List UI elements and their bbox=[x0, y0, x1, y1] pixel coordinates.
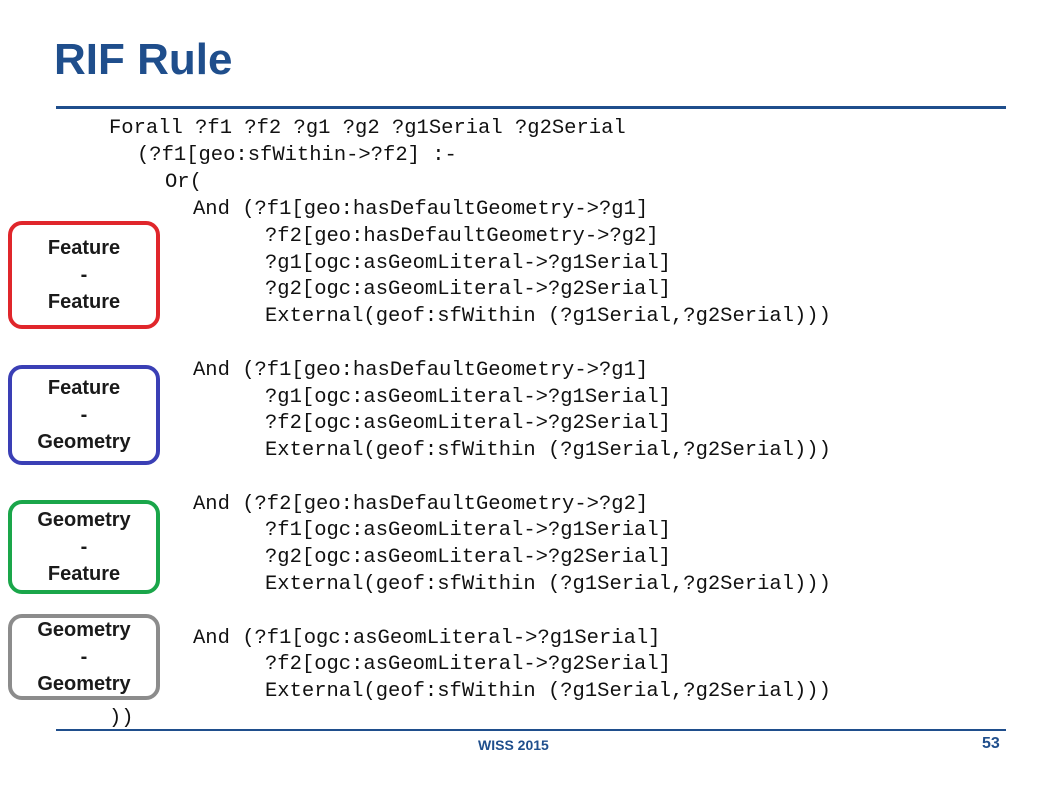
code-line: And (?f1[geo:hasDefaultGeometry->?g1] bbox=[193, 198, 649, 221]
label-line: - bbox=[80, 263, 88, 286]
code-line: ?f2[ogc:asGeomLiteral->?g2Serial] bbox=[265, 412, 671, 435]
label-line: Geometry bbox=[37, 618, 131, 641]
label-line: Feature bbox=[47, 290, 121, 313]
label-line: Feature bbox=[47, 236, 121, 259]
footer-event: WISS 2015 bbox=[478, 737, 549, 753]
code-line: ?f2[geo:hasDefaultGeometry->?g2] bbox=[265, 225, 659, 248]
label-line: - bbox=[80, 645, 88, 668]
code-line: ?g1[ogc:asGeomLiteral->?g1Serial] bbox=[265, 386, 671, 409]
code-line: (?f1[geo:sfWithin->?f2] :- bbox=[137, 144, 457, 167]
code-line: ?g2[ogc:asGeomLiteral->?g2Serial] bbox=[265, 546, 671, 569]
code-line: Or( bbox=[165, 171, 202, 194]
code-line: ?g2[ogc:asGeomLiteral->?g2Serial] bbox=[265, 278, 671, 301]
code-line: External(geof:sfWithin (?g1Serial,?g2Ser… bbox=[265, 439, 831, 462]
code-line: External(geof:sfWithin (?g1Serial,?g2Ser… bbox=[265, 680, 831, 703]
code-line: Forall ?f1 ?f2 ?g1 ?g2 ?g1Serial ?g2Seri… bbox=[109, 117, 626, 140]
label-geometry-feature: Geometry - Feature bbox=[8, 500, 160, 594]
slide-title: RIF Rule bbox=[54, 35, 233, 84]
label-geometry-geometry: Geometry - Geometry bbox=[8, 614, 160, 700]
label-line: Feature bbox=[47, 376, 121, 399]
label-line: - bbox=[80, 403, 88, 426]
code-line: And (?f1[ogc:asGeomLiteral->?g1Serial] bbox=[193, 627, 661, 650]
label-line: - bbox=[80, 535, 88, 558]
page-number: 53 bbox=[982, 735, 1000, 752]
code-line: ?g1[ogc:asGeomLiteral->?g1Serial] bbox=[265, 252, 671, 275]
code-line: )) bbox=[109, 707, 134, 730]
footer-divider bbox=[56, 729, 1006, 731]
label-feature-feature: Feature - Feature bbox=[8, 221, 160, 329]
label-line: Geometry bbox=[37, 430, 131, 453]
label-line: Geometry bbox=[37, 508, 131, 531]
label-line: Feature bbox=[47, 562, 121, 585]
label-line: Geometry bbox=[37, 672, 131, 695]
code-line: ?f2[ogc:asGeomLiteral->?g2Serial] bbox=[265, 653, 671, 676]
label-feature-geometry: Feature - Geometry bbox=[8, 365, 160, 465]
code-line: External(geof:sfWithin (?g1Serial,?g2Ser… bbox=[265, 573, 831, 596]
rif-rule-code: Forall ?f1 ?f2 ?g1 ?g2 ?g1Serial ?g2Seri… bbox=[0, 0, 831, 730]
code-line: And (?f1[geo:hasDefaultGeometry->?g1] bbox=[193, 359, 649, 382]
code-line: ?f1[ogc:asGeomLiteral->?g1Serial] bbox=[265, 519, 671, 542]
code-line: And (?f2[geo:hasDefaultGeometry->?g2] bbox=[193, 493, 649, 516]
title-divider bbox=[56, 106, 1006, 109]
code-line: External(geof:sfWithin (?g1Serial,?g2Ser… bbox=[265, 305, 831, 328]
